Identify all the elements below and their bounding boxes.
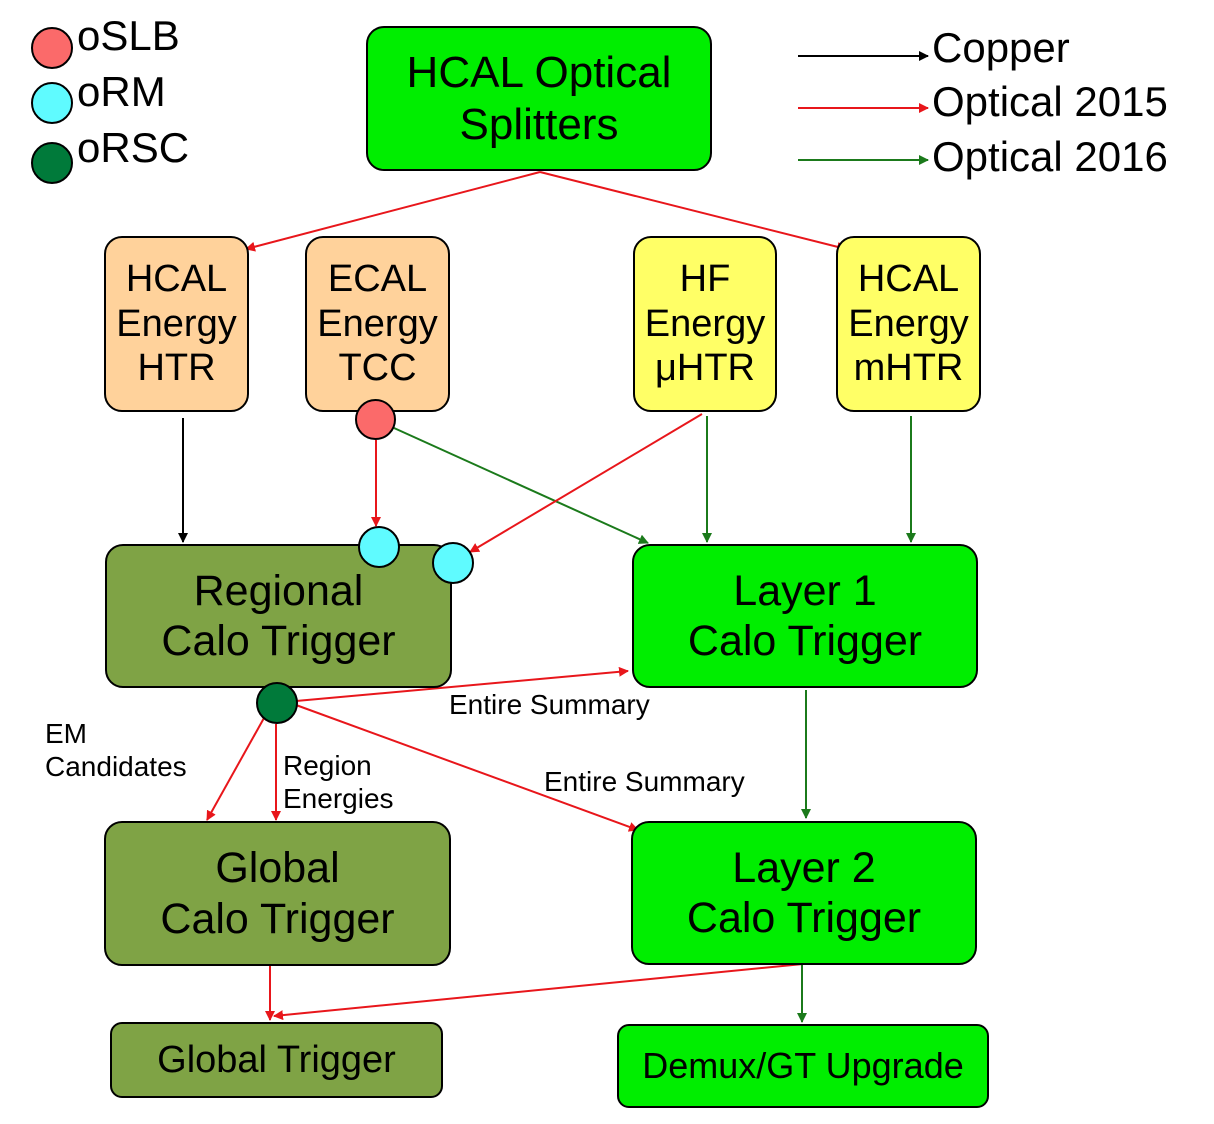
orm-node-ecal-input: [358, 526, 400, 568]
region-energies-line: Energies: [283, 783, 394, 815]
legend-orm-dot: [31, 82, 73, 124]
edge-regional-global-em: [206, 717, 265, 821]
box-line: μHTR: [655, 347, 755, 390]
legend-orsc-label: oRSC: [77, 124, 190, 171]
edge-regional-layer1: [295, 666, 629, 702]
legend-oslb-label: oSLB: [77, 12, 180, 59]
box-line: Regional: [193, 566, 364, 615]
box-line: Energy: [317, 302, 438, 345]
box-line: Layer 1: [733, 566, 877, 615]
box-line: Layer 2: [732, 843, 876, 892]
box-line: HTR: [137, 347, 216, 390]
box-line: ECAL: [327, 258, 428, 301]
em-candidates-label: EM Candidates: [45, 717, 187, 783]
edge-hf-uhtr-regional: [469, 413, 703, 553]
box-line: Calo Trigger: [160, 894, 395, 943]
entire-summary-layer2-label: Entire Summary: [544, 766, 745, 797]
box-line: Global Trigger: [157, 1038, 396, 1081]
hcal-energy-htr-box: HCAL Energy HTR: [104, 236, 249, 412]
edge-regional-layer2: [295, 704, 639, 832]
hcal-energy-mhtr-box: HCAL Energy mHTR: [836, 236, 981, 412]
box-line: Calo Trigger: [687, 617, 923, 665]
box-line: HF: [679, 258, 731, 301]
hcal-optical-splitters-box: HCAL Optical Splitters: [366, 26, 712, 171]
orm-node-hf-input: [432, 542, 474, 584]
hf-energy-uhtr-box: HF Energy μHTR: [633, 236, 777, 412]
demux-gt-upgrade-box: Demux/GT Upgrade: [617, 1024, 989, 1108]
legend-oslb-dot: [31, 27, 73, 69]
edge-layer2-global-trigger: [273, 963, 804, 1021]
box-line: Calo Trigger: [686, 894, 922, 942]
layer1-calo-trigger-box: Layer 1 Calo Trigger: [632, 544, 978, 688]
box-line: HCAL: [857, 258, 960, 301]
box-line: Energy: [848, 302, 969, 345]
box-line: Calo Trigger: [161, 617, 396, 665]
ecal-energy-tcc-box: ECAL Energy TCC: [305, 236, 450, 412]
em-candidates-line: EM: [45, 718, 87, 749]
entire-summary-layer1-label: Entire Summary: [449, 689, 650, 720]
region-energies-line: Region: [283, 750, 372, 781]
orsc-node-regional-output: [256, 682, 298, 724]
box-line: Global: [215, 844, 340, 893]
box-line: HCAL Optical: [406, 48, 672, 98]
box-line: HCAL: [125, 258, 228, 301]
global-trigger-box: Global Trigger: [110, 1022, 443, 1098]
layer2-calo-trigger-box: Layer 2 Calo Trigger: [631, 821, 977, 965]
legend-optical-2016-label: Optical 2016: [932, 133, 1168, 180]
box-line: Energy: [116, 302, 237, 345]
box-line: Demux/GT Upgrade: [642, 1044, 964, 1086]
legend-orm-label: oRM: [77, 68, 166, 115]
em-candidates-line: Candidates: [45, 751, 187, 783]
box-line: TCC: [338, 347, 417, 390]
edge-ecal-tcc-layer1: [393, 427, 649, 544]
legend-optical-2015-label: Optical 2015: [932, 78, 1168, 125]
box-line: Energy: [644, 302, 766, 345]
oslb-node-ecal: [355, 399, 396, 440]
edge-splitters-hcal-mhtr: [539, 171, 847, 252]
region-energies-label: Region Energies: [283, 749, 394, 815]
edge-splitters-hcal-htr: [245, 171, 541, 252]
legend-orsc-dot: [31, 142, 73, 184]
box-line: mHTR: [853, 347, 964, 390]
legend-copper-label: Copper: [932, 24, 1070, 71]
box-line: Splitters: [459, 99, 619, 149]
regional-calo-trigger-box: Regional Calo Trigger: [105, 544, 452, 688]
global-calo-trigger-box: Global Calo Trigger: [104, 821, 451, 966]
